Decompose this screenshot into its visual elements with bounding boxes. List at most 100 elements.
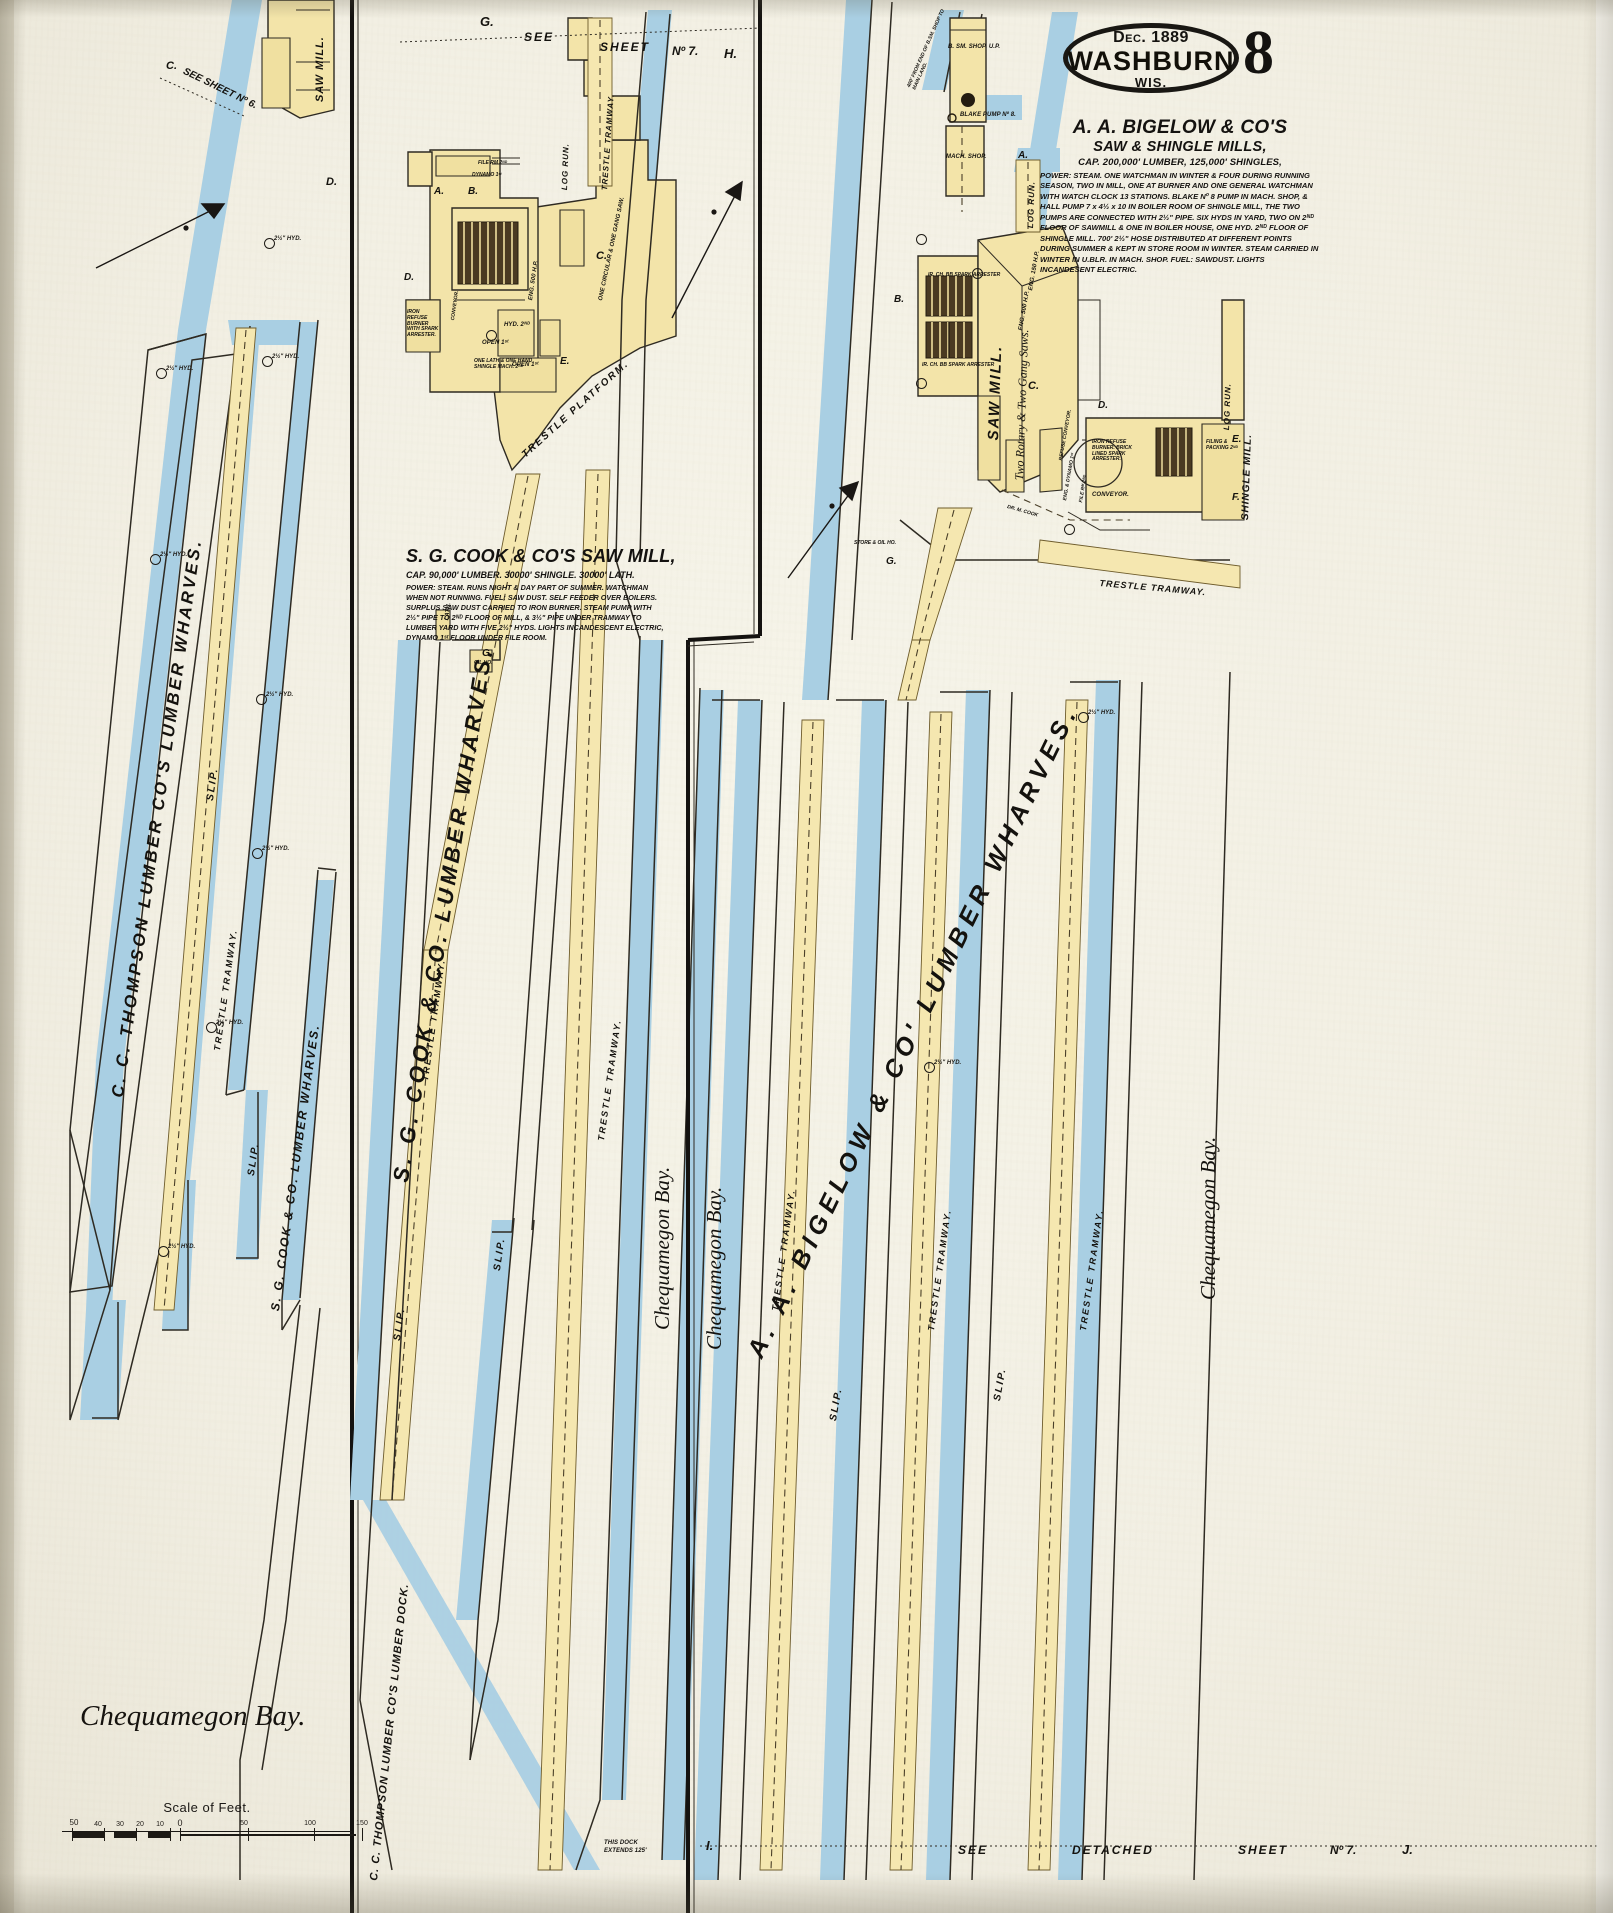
hydrant-marker-3 <box>262 356 273 367</box>
label-cook-file-room: FILE RM 2ᴺᴰ <box>478 160 508 166</box>
hydrant-marker-1 <box>264 238 275 249</box>
edge-ref-see-bottom: SEE <box>958 1843 989 1857</box>
hydrant-marker-15 <box>486 330 497 341</box>
hydrant-label-6: 2½" HYD. <box>262 846 290 852</box>
hydrant-marker-8 <box>158 1246 169 1257</box>
edge-ref-c: C. <box>166 60 177 72</box>
label-bay-2: Chequamegon Bay. <box>702 1186 726 1350</box>
label-cook-open-1: OPEN 1ˢᵗ <box>482 340 509 346</box>
label-chequamegon-bay-main: Chequamegon Bay. <box>80 1700 306 1732</box>
hydrant-marker-9 <box>1078 712 1089 723</box>
scale-tick-0: 0 <box>177 1818 183 1828</box>
label-bigelow-spark-arrester-bottom: IR. CH. BB SPARK ARRESTER <box>922 362 995 368</box>
map-date: Dec. 1889 <box>1113 29 1189 46</box>
label-cook-lath-shingle: ONE LATH & ONE HAND SHINGLE MACH. 2ᴺᴰ <box>474 358 533 370</box>
hydrant-label-3: 2½" HYD. <box>272 354 300 360</box>
bigelow-title-line1: A. A. BIGELOW & CO'S <box>1072 117 1288 138</box>
label-bigelow-mach-shop: MACH. SHOP. <box>946 154 987 160</box>
scale-tick-150: 150 <box>356 1820 368 1827</box>
edge-ref-j: J. <box>1402 1842 1413 1857</box>
edge-ref-detached: DETACHED <box>1072 1843 1154 1857</box>
label-saw-mill-topleft: SAW MILL. <box>314 36 326 102</box>
bigelow-letter-f: F. <box>1232 492 1240 503</box>
edge-ref-no7-top: Nº 7. <box>672 44 699 58</box>
scale-bar-graphic <box>62 1828 363 1841</box>
scale-tick-40: 40 <box>94 1821 102 1828</box>
label-cook-iron-burner: IRON REFUSE BURNER WITH SPARK ARRESTER. <box>407 309 439 338</box>
cook-letter-g: G. <box>482 648 493 659</box>
hydrant-marker-6 <box>252 848 263 859</box>
label-bay-3: Chequamegon Bay. <box>1196 1136 1220 1300</box>
hydrant-marker-13 <box>916 378 927 389</box>
hydrant-marker-2 <box>156 368 167 379</box>
edge-ref-sheet-bottom: SHEET <box>1238 1843 1289 1857</box>
bigelow-letter-c: C. <box>1028 380 1039 392</box>
hydrant-marker-12 <box>916 234 927 245</box>
hydrant-marker-5 <box>256 694 267 705</box>
hydrant-label-1: 2½" HYD. <box>274 236 302 242</box>
edge-ref-g: G. <box>480 14 494 29</box>
label-bigelow-conveyor: CONVEYOR. <box>1092 492 1129 498</box>
label-cook-open-2: OPEN 1ˢᵗ <box>512 362 539 368</box>
bigelow-title-line2: SAW & SHINGLE MILLS, <box>1093 138 1267 155</box>
cook-description-block: S. G. COOK & CO'S SAW MILL, CAP. 90,000'… <box>406 546 675 643</box>
label-bay-1: Chequamegon Bay. <box>650 1166 674 1330</box>
map-state-name: WIS. <box>1134 75 1168 90</box>
bigelow-letter-e: E. <box>1232 434 1242 445</box>
label-bigelow-iron-burner: IRON REFUSE BURNER. BRICK LINED SPARK AR… <box>1092 439 1132 463</box>
label-log-run-cook: LOG RUN. <box>560 142 571 191</box>
cartouche-oval-border <box>1063 23 1239 93</box>
scale-tick-50r: 50 <box>240 1820 248 1827</box>
hydrant-marker-11 <box>1064 524 1075 535</box>
label-cook-oil-house: OIL HO. <box>474 660 493 666</box>
hydrant-marker-14 <box>972 268 983 279</box>
hydrant-label-4: 2½" HYD. <box>160 552 188 558</box>
label-bigelow-saw-mill: SAW MILL. <box>985 344 1006 441</box>
cook-letter-d: D. <box>404 272 414 283</box>
label-bigelow-store-oil-house: STORE & OIL HO. <box>854 540 897 546</box>
label-log-run-bigelow: LOG RUN. <box>1026 180 1037 229</box>
sheet-page-number: 8 <box>1243 19 1274 87</box>
label-cook-hyd-2nd: HYD. 2ᴺᴰ <box>504 322 531 328</box>
cook-letter-e: E. <box>560 356 570 367</box>
cook-letter-a: A. <box>434 186 444 197</box>
edge-ref-sheet-top: SHEET <box>600 40 651 54</box>
cook-body-text: POWER: STEAM. RUNS NIGHT & DAY PART OF S… <box>406 583 664 643</box>
edge-ref-i: I. <box>706 1838 714 1853</box>
cook-letter-b: B. <box>468 186 478 197</box>
bigelow-letter-b: B. <box>894 294 904 305</box>
scale-bar-group: Scale of Feet. 50 40 30 20 10 0 50 100 1… <box>62 1800 368 1841</box>
hydrant-label-7: 2½" HYD. <box>216 1020 244 1026</box>
hydrant-label-2: 2½" HYD. <box>166 366 194 372</box>
cook-letter-c: C. <box>596 250 607 262</box>
bigelow-capacity: CAP. 200,000' LUMBER, 125,000' SHINGLES, <box>1078 156 1282 168</box>
edge-ref-see-top: SEE <box>524 30 555 44</box>
label-this-dock-extends: THIS DOCK EXTENDS 125' <box>604 1840 647 1854</box>
bigelow-letter-d: D. <box>1098 400 1108 411</box>
bigelow-body-text: POWER: STEAM. ONE WATCHMAN IN WINTER & F… <box>1040 170 1319 275</box>
hydrant-marker-10 <box>924 1062 935 1073</box>
hydrant-marker-4 <box>150 554 161 565</box>
label-bigelow-blake-pump: BLAKE PUMP Nº 8. <box>960 112 1016 118</box>
hydrant-label-5: 2½" HYD. <box>266 692 294 698</box>
edge-ref-d: D. <box>326 176 337 188</box>
scale-tick-30: 30 <box>116 1821 124 1828</box>
bigelow-letter-g: G. <box>886 556 897 567</box>
hydrant-label-8: 2½" HYD. <box>168 1244 196 1250</box>
label-bigelow-bs-shop: B. SM. SHOP. U.P. <box>948 44 1001 50</box>
map-city-name: WASHBURN <box>1067 46 1235 76</box>
edge-ref-no7-bottom: Nº 7. <box>1330 1843 1357 1857</box>
label-cook-dynamo: DYNAMO 1ˢᵗ <box>472 172 502 178</box>
scale-tick-20: 20 <box>136 1821 144 1828</box>
scale-title: Scale of Feet. <box>163 1800 251 1815</box>
bigelow-description-block: A. A. BIGELOW & CO'S SAW & SHINGLE MILLS… <box>1040 118 1320 276</box>
title-cartouche: Dec. 1889 WASHBURN WIS. <box>1063 23 1239 93</box>
label-bigelow-filing-packing: FILING & PACKING 2ᴺᴰ <box>1206 439 1238 451</box>
scale-tick-100: 100 <box>304 1820 316 1827</box>
label-bigelow-spark-arrester-top: IR. CH. BB SPARK ARRESTER <box>928 272 1001 278</box>
scale-tick-10: 10 <box>156 1821 164 1828</box>
bigelow-letter-a: A. <box>1018 150 1028 161</box>
cook-capacity: CAP. 90,000' LUMBER. 30000' SHINGLE. 300… <box>406 570 635 580</box>
